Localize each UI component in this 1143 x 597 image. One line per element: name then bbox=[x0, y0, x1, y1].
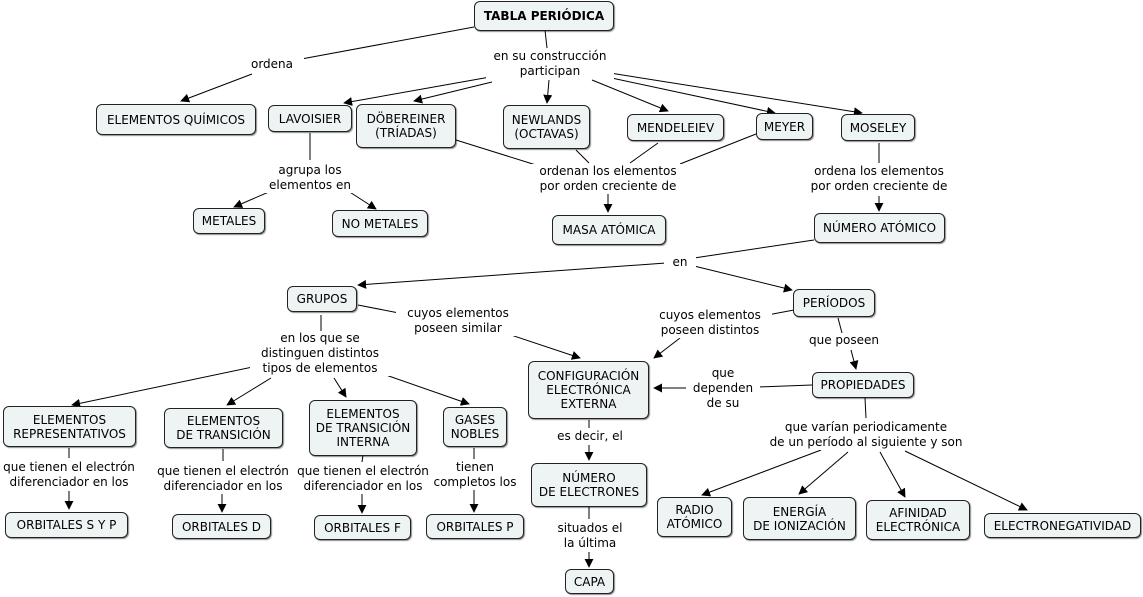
node-orbitales-s-y-p[interactable]: ORBITALES S Y P bbox=[5, 512, 128, 538]
node-orbitales-d[interactable]: ORBITALES D bbox=[172, 514, 271, 539]
label-que-poseen: que poseen bbox=[800, 333, 888, 348]
label-distinguen: en los que se distinguen distintos tipos… bbox=[250, 331, 390, 376]
node-radio-atomico[interactable]: RADIO ATÓMICO bbox=[657, 497, 732, 537]
label-tienen-electron-transicion-interna: que tienen el electrón diferenciador en … bbox=[290, 464, 436, 494]
node-masa-atomica[interactable]: MASA ATÓMICA bbox=[552, 215, 666, 245]
node-configuracion-electronica[interactable]: CONFIGURACIÓN ELECTRÓNICA EXTERNA bbox=[528, 361, 649, 419]
node-lavoisier[interactable]: LAVOISIER bbox=[268, 105, 352, 132]
label-que-dependen: que dependen de su bbox=[686, 366, 760, 411]
label-es-decir: es decir, el bbox=[548, 429, 632, 444]
node-elementos-transicion[interactable]: ELEMENTOS DE TRANSICIÓN bbox=[164, 408, 283, 448]
node-dobereiner[interactable]: DÖBEREINER (TRÍADAS) bbox=[356, 104, 456, 148]
label-tienen-electron-transicion: que tienen el electrón diferenciador en … bbox=[150, 464, 296, 494]
label-cuyos-similar: cuyos elementos poseen similar bbox=[396, 306, 520, 336]
node-grupos[interactable]: GRUPOS bbox=[287, 286, 357, 312]
node-capa[interactable]: CAPA bbox=[565, 569, 614, 594]
label-situados: situados el la última bbox=[548, 521, 632, 551]
node-newlands[interactable]: NEWLANDS (OCTAVAS) bbox=[503, 105, 590, 149]
node-elementos-transicion-interna[interactable]: ELEMENTOS DE TRANSICIÓN INTERNA bbox=[309, 400, 417, 456]
node-numero-atomico[interactable]: NÚMERO ATÓMICO bbox=[814, 213, 945, 243]
node-moseley[interactable]: MOSELEY bbox=[841, 114, 915, 141]
node-periodos[interactable]: PERÍODOS bbox=[793, 289, 875, 317]
node-tabla-periodica[interactable]: TABLA PERIÓDICA bbox=[474, 1, 614, 31]
label-en: en bbox=[664, 255, 696, 270]
label-tienen-electron-representativos: que tienen el electrón diferenciador en … bbox=[0, 460, 142, 490]
node-mendeleiev[interactable]: MENDELEIEV bbox=[627, 114, 724, 141]
node-propiedades[interactable]: PROPIEDADES bbox=[812, 372, 914, 398]
label-ordena-moseley: ordena los elementos por orden creciente… bbox=[800, 164, 958, 194]
node-elementos-quimicos[interactable]: ELEMENTOS QUÍMICOS bbox=[96, 104, 256, 135]
label-agrupa: agrupa los elementos en bbox=[262, 163, 358, 193]
label-ordena: ordena bbox=[240, 57, 304, 72]
node-electronegatividad[interactable]: ELECTRONEGATIVIDAD bbox=[984, 513, 1141, 538]
label-tienen-completos: tienen completos los bbox=[428, 460, 522, 490]
node-orbitales-f[interactable]: ORBITALES F bbox=[314, 515, 411, 540]
node-numero-electrones[interactable]: NÚMERO DE ELECTRONES bbox=[531, 463, 647, 507]
node-gases-nobles[interactable]: GASES NOBLES bbox=[443, 407, 507, 447]
node-no-metales[interactable]: NO METALES bbox=[332, 210, 428, 237]
label-varian: que varían periodicamente de un período … bbox=[760, 420, 972, 450]
node-meyer[interactable]: MEYER bbox=[756, 113, 813, 140]
node-energia-ionizacion[interactable]: ENERGÍA DE IONIZACIÓN bbox=[743, 497, 856, 540]
label-en-su-construccion: en su construcción participan bbox=[486, 49, 614, 79]
label-ordenan: ordenan los elementos por orden crecient… bbox=[530, 164, 686, 194]
node-afinidad-electronica[interactable]: AFINIDAD ELECTRÓNICA bbox=[866, 500, 970, 540]
node-metales[interactable]: METALES bbox=[193, 208, 265, 234]
node-orbitales-p[interactable]: ORBITALES P bbox=[426, 514, 524, 539]
node-elementos-representativos[interactable]: ELEMENTOS REPRESENTATIVOS bbox=[3, 406, 136, 447]
label-cuyos-distintos: cuyos elementos poseen distintos bbox=[648, 308, 772, 338]
